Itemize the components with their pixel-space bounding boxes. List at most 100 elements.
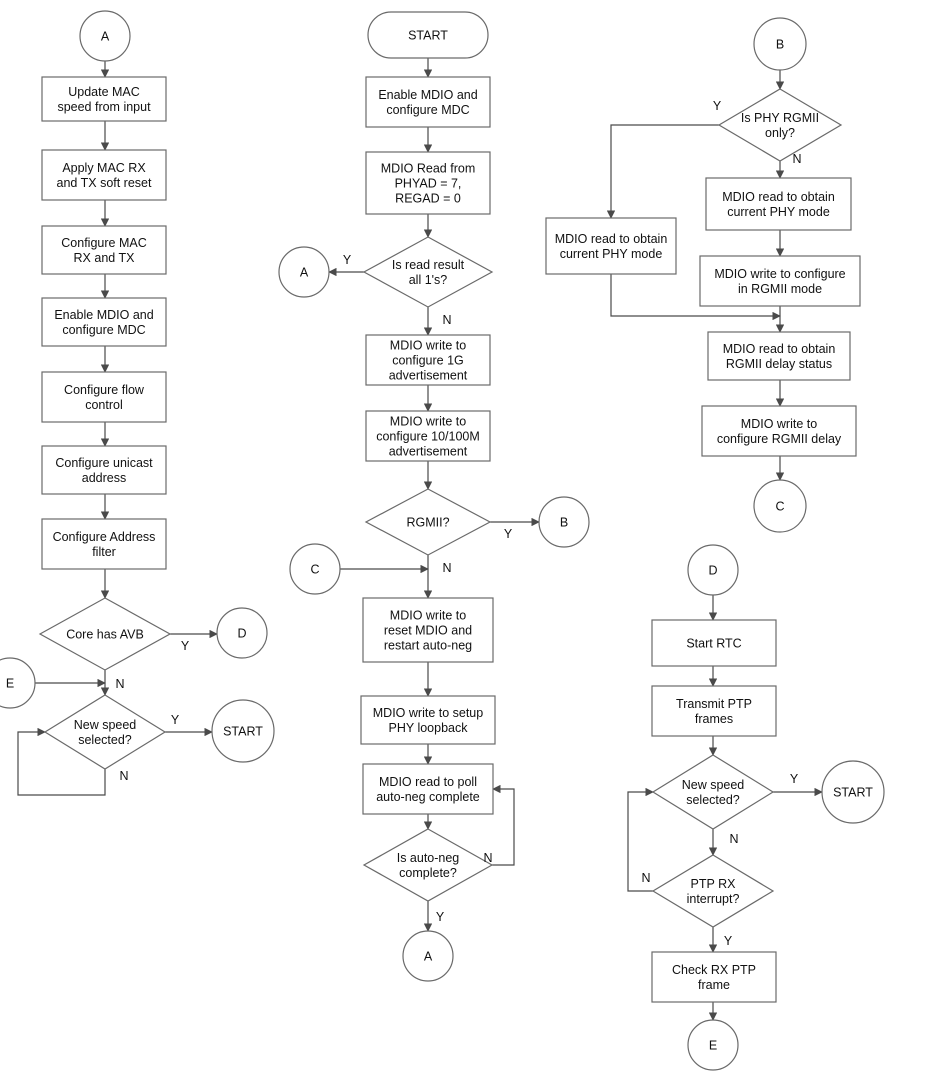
node-start-term: START	[367, 11, 489, 59]
node-label: START	[833, 786, 873, 800]
node-label-line: MDIO read to obtain	[723, 342, 836, 356]
connector-circle	[821, 760, 885, 824]
process-box	[707, 331, 851, 381]
node-label-line: only?	[765, 126, 795, 140]
decision-diamond	[362, 828, 494, 902]
edge-label-autoneg-no: N	[483, 851, 492, 865]
node-label-line: MDIO read to obtain	[555, 232, 668, 246]
decision-diamond	[43, 694, 167, 770]
node-label: START	[408, 29, 448, 43]
edge-label-speed-right-no: N	[729, 832, 738, 846]
process-box	[41, 518, 167, 570]
node-label-line: RX and TX	[74, 251, 136, 265]
node-label: E	[6, 677, 14, 691]
node-label-line: advertisement	[389, 369, 468, 383]
node-label-line: START	[223, 725, 263, 739]
node-label-line: Apply MAC RX	[62, 161, 146, 175]
node-label-line: frames	[695, 712, 733, 726]
process-box	[41, 225, 167, 275]
node-label-line: and TX soft reset	[57, 176, 152, 190]
node-label: D	[708, 564, 717, 578]
node-start-rtc: Start RTC	[651, 619, 777, 667]
node-label-line: all 1's?	[409, 273, 448, 287]
flow-arrow	[627, 787, 654, 892]
node-label-line: Configure flow	[64, 383, 145, 397]
node-label-line: auto-neg complete	[376, 790, 480, 804]
process-box	[365, 334, 491, 386]
node-label-line: Core has AVB	[66, 628, 144, 642]
process-box	[701, 405, 857, 457]
node-label-line: E	[6, 677, 14, 691]
edge-label-all-ones-no: N	[442, 313, 451, 327]
edge-label-all-ones-yes: Y	[343, 253, 352, 267]
node-c-conn-right: C	[753, 479, 807, 533]
node-label-line: current PHY mode	[560, 247, 663, 261]
node-label: START	[223, 725, 263, 739]
edge-label-speed-left-no: N	[119, 769, 128, 783]
process-box	[651, 619, 777, 667]
node-label-line: B	[776, 38, 784, 52]
node-label-line: Is auto-neg	[397, 851, 460, 865]
node-rgmii-q: RGMII?	[364, 488, 492, 556]
edge-label-avb-yes: Y	[181, 639, 190, 653]
node-b-conn-top: B	[753, 17, 807, 71]
node-label: C	[310, 563, 319, 577]
node-label: RGMII?	[406, 516, 449, 530]
decision-diamond	[362, 236, 494, 308]
flow-arrow	[492, 784, 515, 866]
node-label-line: MDIO write to	[390, 339, 466, 353]
node-e-conn-bottom: E	[687, 1019, 739, 1071]
node-label-line: Configure MAC	[61, 236, 146, 250]
node-label-line: in RGMII mode	[738, 282, 822, 296]
decision-diamond	[364, 488, 492, 556]
process-box	[41, 297, 167, 347]
node-label-line: New speed	[74, 718, 137, 732]
connector-circle	[687, 1019, 739, 1071]
node-label-line: configure MDC	[386, 103, 469, 117]
node-label-line: address	[82, 471, 126, 485]
process-box	[41, 76, 167, 122]
node-label-line: RGMII?	[406, 516, 449, 530]
node-label: D	[237, 627, 246, 641]
node-label-line: START	[408, 29, 448, 43]
node-label-line: configure 10/100M	[376, 430, 480, 444]
node-label-line: Start RTC	[686, 637, 741, 651]
node-label-line: current PHY mode	[727, 205, 830, 219]
node-label-line: MDIO Read from	[381, 162, 475, 176]
node-label-line: MDIO write to	[741, 417, 817, 431]
node-label-line: configure MDC	[62, 323, 145, 337]
flow-arrow	[610, 274, 781, 321]
node-d-conn-left: D	[216, 607, 268, 659]
node-label: A	[300, 266, 309, 280]
connector-circle	[538, 496, 590, 548]
edge-label-rgmii-yes: Y	[504, 527, 513, 541]
node-label-line: interrupt?	[687, 892, 740, 906]
process-box	[360, 695, 496, 745]
